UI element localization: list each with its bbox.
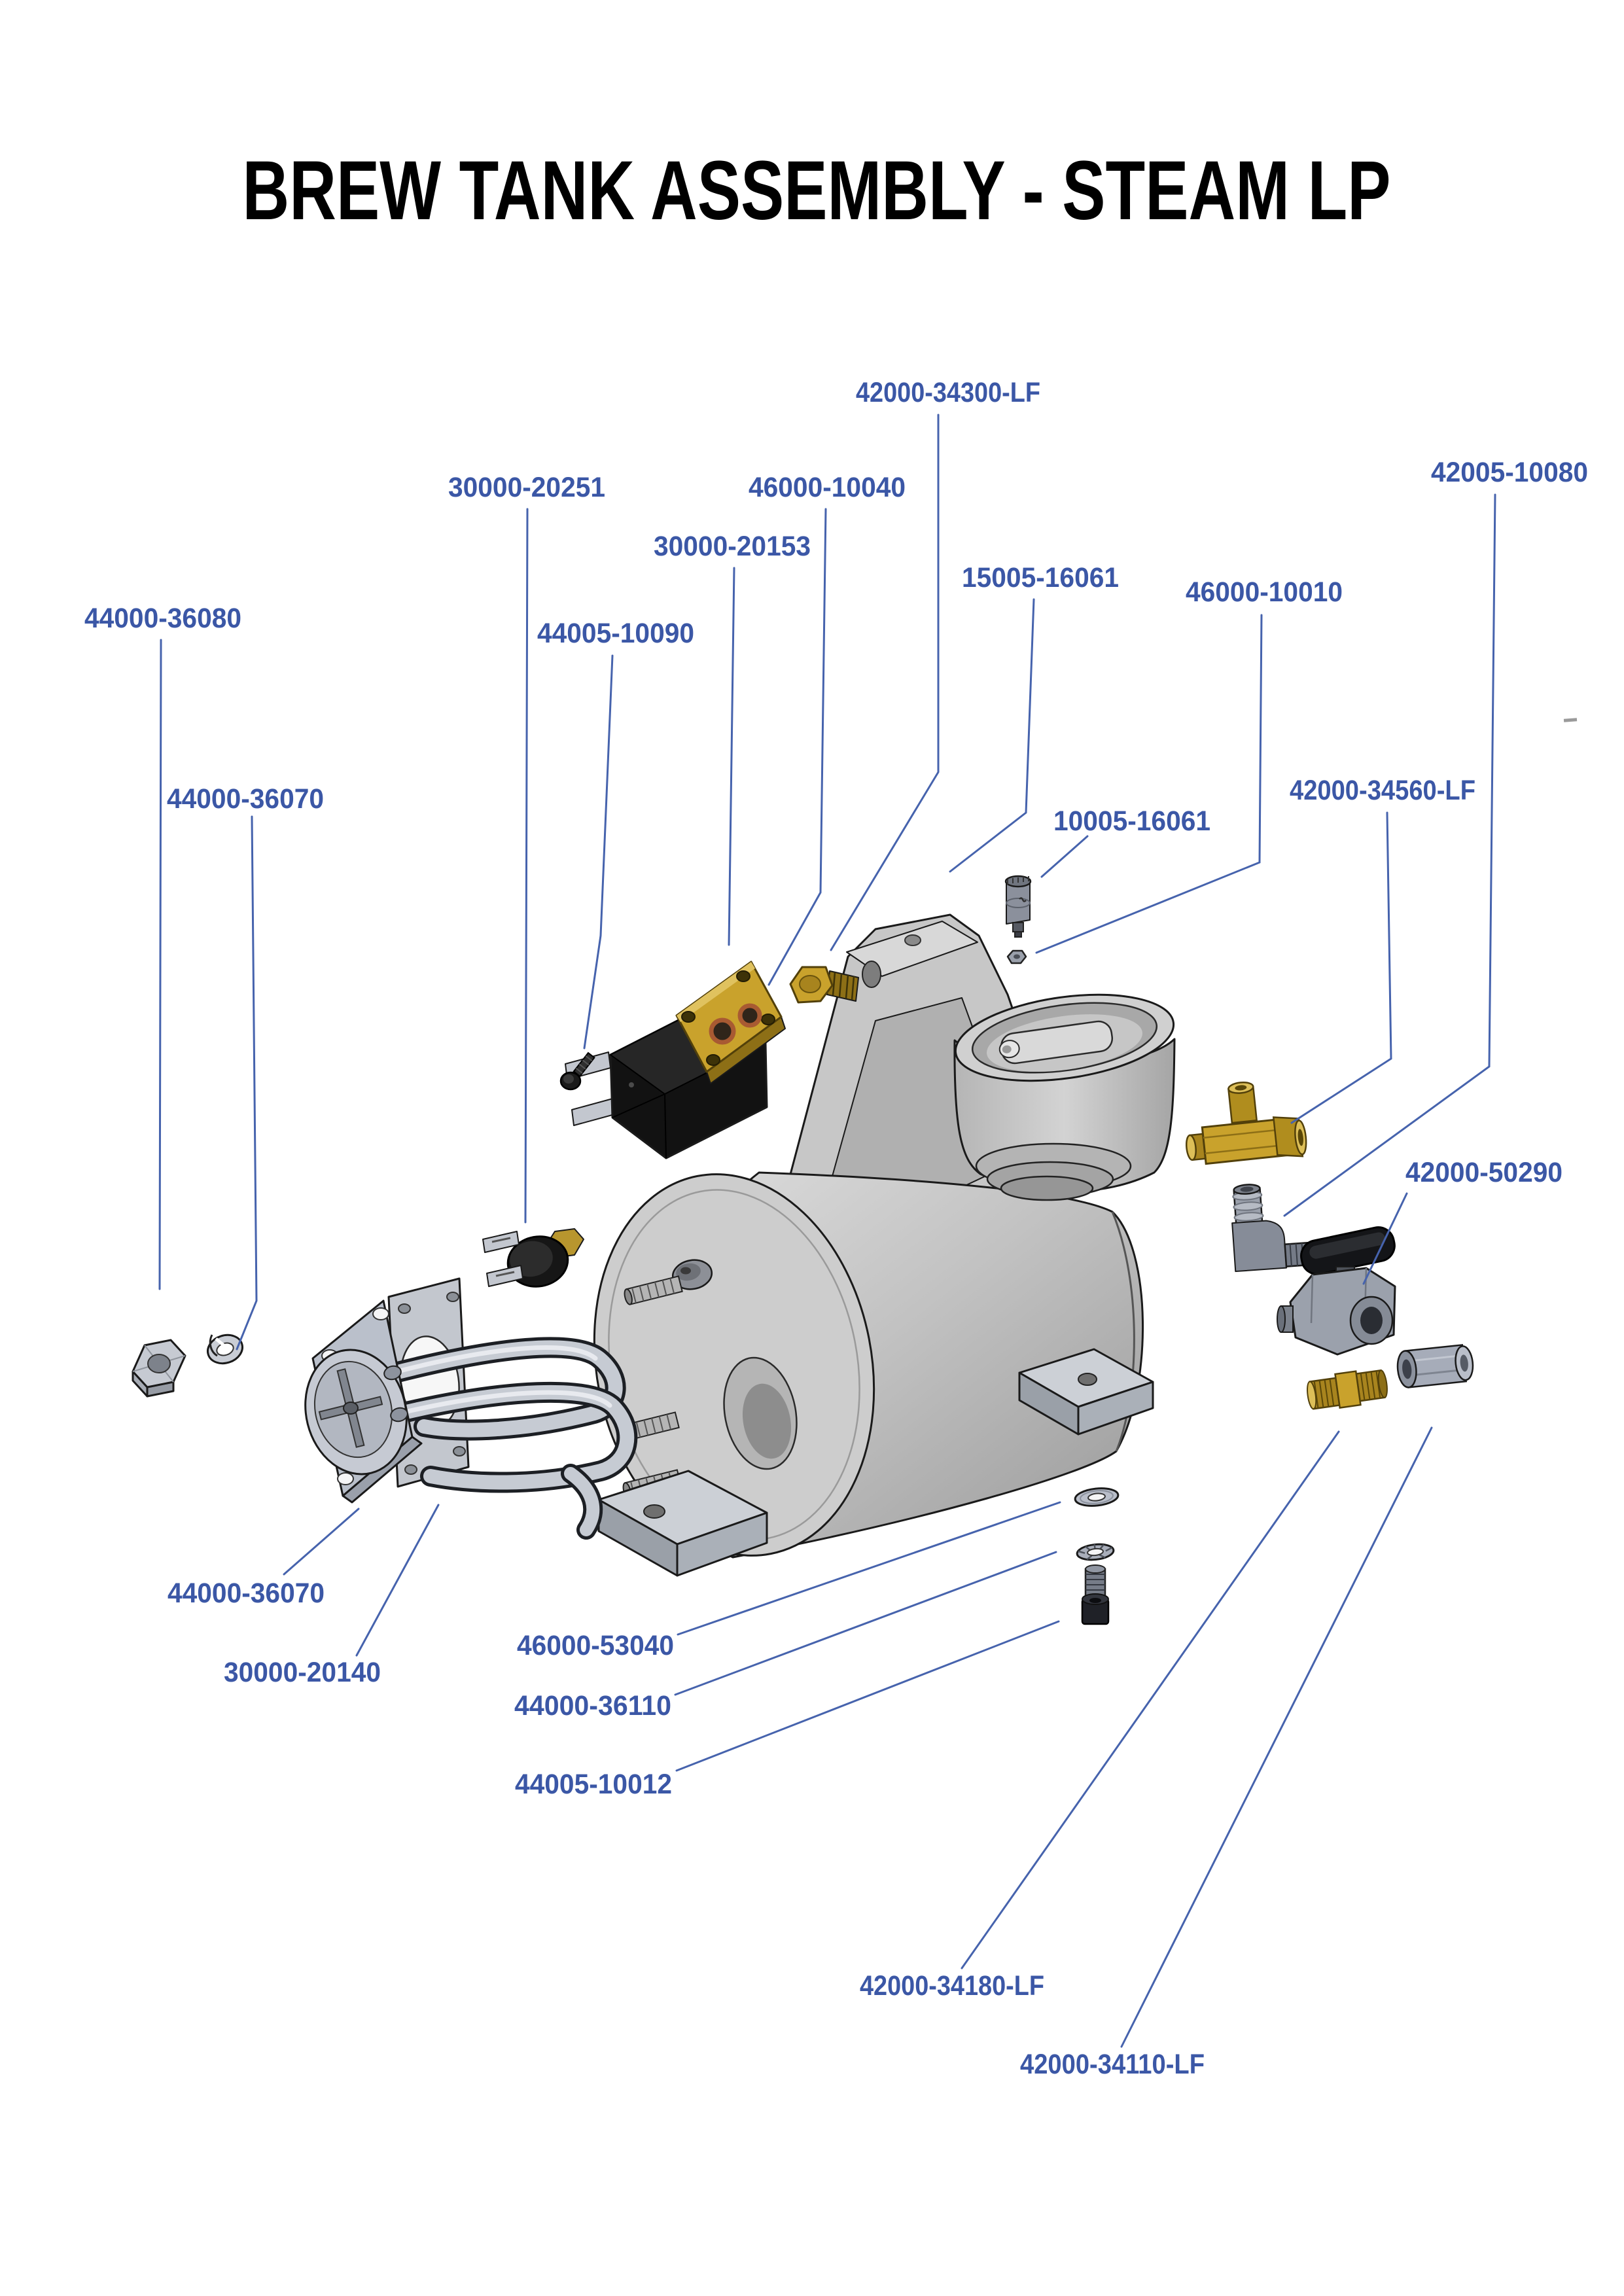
part-label-keps-nut: 44000-36110 — [514, 1690, 671, 1722]
leader-element-gasket — [355, 1504, 440, 1657]
part-label-pipe-coupler: 42000-34110-LF — [1020, 2049, 1205, 2080]
leader-small-hex-nut — [1035, 614, 1263, 954]
hex-plug-part — [789, 966, 859, 1004]
part-label-valve-mounting-plate: 30000-20153 — [654, 531, 811, 562]
leader-brass-nipple — [961, 1430, 1340, 1969]
leader-terminal-screw — [583, 654, 614, 1050]
stray-dash-mark — [1563, 718, 1578, 722]
bracket-valve-hole — [862, 961, 881, 988]
thermostat-boss-hole — [680, 1267, 691, 1275]
valve-plate-part — [675, 961, 786, 1084]
hex-nut-part — [132, 1339, 186, 1398]
part-label-socket-cap-screw: 44005-10012 — [515, 1769, 672, 1800]
tank-cup — [953, 993, 1176, 1201]
keps-nut-part — [1076, 1543, 1115, 1561]
part-label-barb-elbow-fitting: 42005-10080 — [1431, 457, 1588, 488]
part-label-element-gasket: 30000-20140 — [224, 1657, 381, 1688]
part-label-brass-nipple: 42000-34180-LF — [860, 1970, 1044, 2002]
coupler-part — [1396, 1344, 1474, 1388]
leader-pipe-coupler — [1120, 1426, 1433, 2048]
brew-tank-weldment — [593, 913, 1176, 1577]
leader-barb-elbow-fitting — [1283, 493, 1496, 1217]
part-label-safety-valve: 15005-16061 — [962, 562, 1119, 593]
nipple-part — [1307, 1369, 1388, 1410]
leader-lines-layer — [158, 414, 1496, 2048]
leader-hex-nut — [158, 639, 162, 1290]
part-label-hex-nut: 44000-36080 — [84, 603, 241, 634]
part-label-hex-pipe-plug: 46000-10040 — [749, 472, 906, 503]
part-label-small-hex-nut: 46000-10010 — [1186, 576, 1343, 608]
ball-valve-part — [1277, 1226, 1396, 1356]
part-label-element-plate: 44000-36070 — [168, 1578, 325, 1609]
part-label-flat-washer: 46000-53040 — [517, 1630, 674, 1661]
element-tubes — [380, 1337, 638, 1540]
part-label-solenoid-valve-assembly: 42000-34300-LF — [856, 377, 1040, 408]
leader-safety-valve — [949, 598, 1035, 873]
cap-screw-part — [1081, 1564, 1110, 1625]
cup-inner-tube — [998, 1020, 1114, 1065]
tank-right-seam — [1111, 1211, 1135, 1452]
flat-washer-part — [1074, 1487, 1120, 1507]
leader-hex-pipe-plug — [768, 508, 827, 986]
leader-lock-washer — [236, 815, 258, 1351]
leader-valve-nut — [1040, 835, 1089, 878]
leader-brass-elbow-fitting — [1290, 811, 1392, 1124]
leader-ball-valve — [1362, 1192, 1408, 1285]
part-label-ball-valve: 42000-50290 — [1405, 1157, 1562, 1188]
leader-thermostat — [524, 508, 529, 1224]
element-port-bore — [742, 1383, 792, 1459]
part-labels-layer: 42000-34300-LF 42005-10080 30000-20251 4600… — [84, 377, 1588, 2080]
copper-port — [737, 1003, 762, 1028]
valve-nut-part — [1006, 949, 1027, 964]
leader-solenoid-valve-assembly — [830, 414, 940, 951]
leader-socket-cap-screw — [675, 1620, 1060, 1772]
brass-elbow-part — [1185, 1082, 1307, 1165]
part-label-lock-washer: 44000-36070 — [167, 783, 324, 815]
tank-foot-left — [597, 1470, 768, 1577]
terminal-screw-part — [559, 1051, 595, 1091]
heating-element-part — [304, 1299, 638, 1540]
part-label-terminal-screw: 44005-10090 — [537, 618, 694, 649]
thermostat-part — [482, 1228, 584, 1288]
bracket-screw-hole — [904, 934, 921, 946]
leader-element-plate — [283, 1508, 360, 1576]
part-label-valve-nut: 10005-16061 — [1053, 805, 1210, 837]
part-label-thermostat: 30000-20251 — [448, 472, 605, 503]
leader-flat-washer — [677, 1501, 1061, 1636]
safety-valve-part — [1004, 875, 1032, 938]
leader-valve-mounting-plate — [728, 567, 735, 946]
tank-foot-right — [1018, 1348, 1154, 1436]
lock-washer-part — [207, 1333, 243, 1365]
copper-port — [709, 1017, 736, 1045]
element-plate — [304, 1299, 423, 1504]
page-title: BREW TANK ASSEMBLY - STEAM LP — [243, 144, 1391, 238]
leader-keps-nut — [674, 1551, 1057, 1696]
part-label-brass-elbow-fitting: 42000-34560-LF — [1290, 775, 1475, 806]
